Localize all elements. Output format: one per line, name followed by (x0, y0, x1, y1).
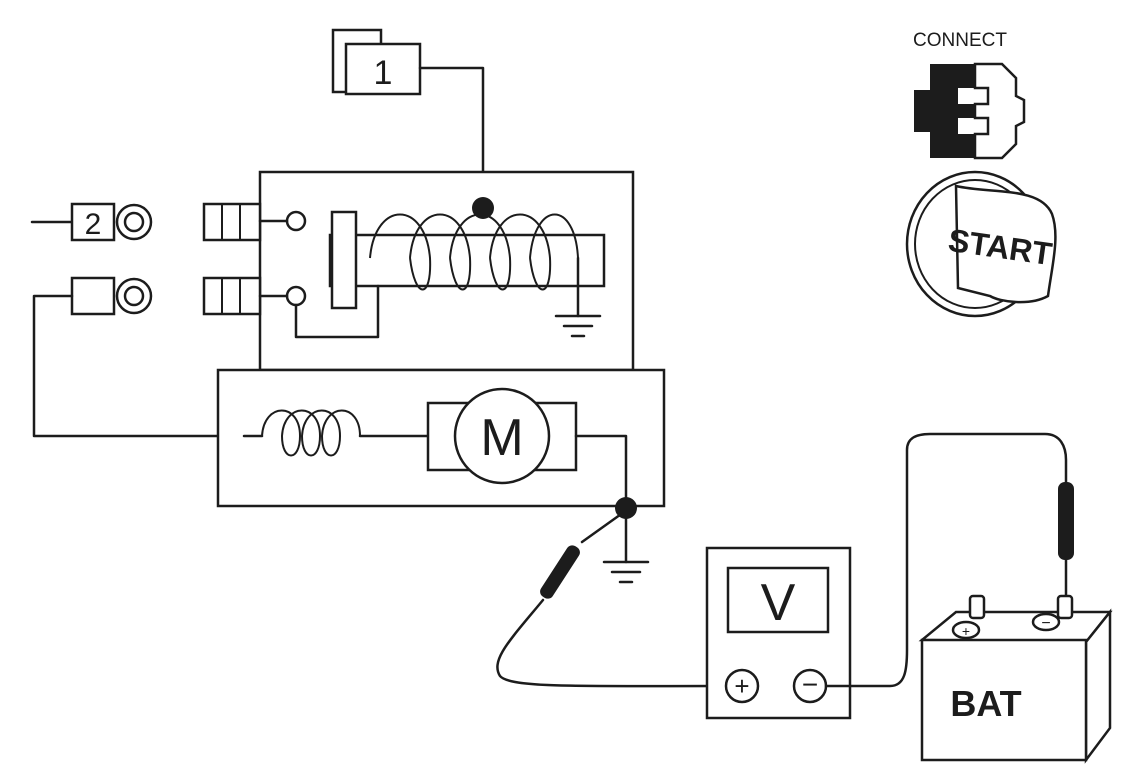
terminal-2-connector: 2 (30, 202, 153, 242)
terminal-1-connector: 1 (331, 28, 422, 96)
lower-left-connector (70, 276, 153, 316)
solenoid-terminal-upper (285, 210, 307, 232)
voltmeter-plus-terminal (724, 668, 760, 704)
battery: + − BAT (918, 594, 1113, 764)
solenoid-connector-lower (202, 276, 289, 316)
coil-ground-icon (554, 314, 602, 338)
motor-ground-icon (602, 560, 650, 584)
motor-label: M (480, 409, 523, 467)
terminal-1-label: 1 (374, 54, 393, 92)
voltmeter-plus-label: + (734, 671, 749, 701)
solenoid-connector-upper (202, 202, 289, 242)
motor-ground-wire (574, 434, 628, 508)
battery-positive-post (951, 620, 981, 640)
voltmeter-minus-label: − (802, 669, 818, 700)
coil-junction-dot (472, 197, 494, 219)
solenoid-terminal-lower (285, 285, 307, 307)
terminal-1-wire (418, 66, 485, 210)
battery-negative-post (1031, 612, 1061, 632)
contact-plate (330, 210, 358, 310)
field-coil (242, 409, 430, 457)
field-coil-feed-wire (32, 294, 246, 438)
battery-plus-label: + (962, 623, 970, 639)
connector-plug-icon: CONNECT (913, 30, 1026, 160)
battery-minus-label: − (1041, 615, 1050, 632)
voltmeter-display (726, 566, 830, 634)
solenoid-coil (369, 213, 579, 291)
positive-test-probe (496, 510, 722, 688)
negative-test-probe (1058, 482, 1074, 602)
voltmeter-label: V (761, 574, 796, 632)
solenoid-internal-wire (294, 284, 380, 339)
negative-test-lead (824, 432, 1068, 688)
terminal-2-label: 2 (85, 208, 102, 241)
connect-label: CONNECT (913, 30, 1007, 51)
battery-label: BAT (950, 683, 1021, 724)
start-button-icon: START (905, 170, 1057, 318)
motor-circle (453, 387, 551, 485)
